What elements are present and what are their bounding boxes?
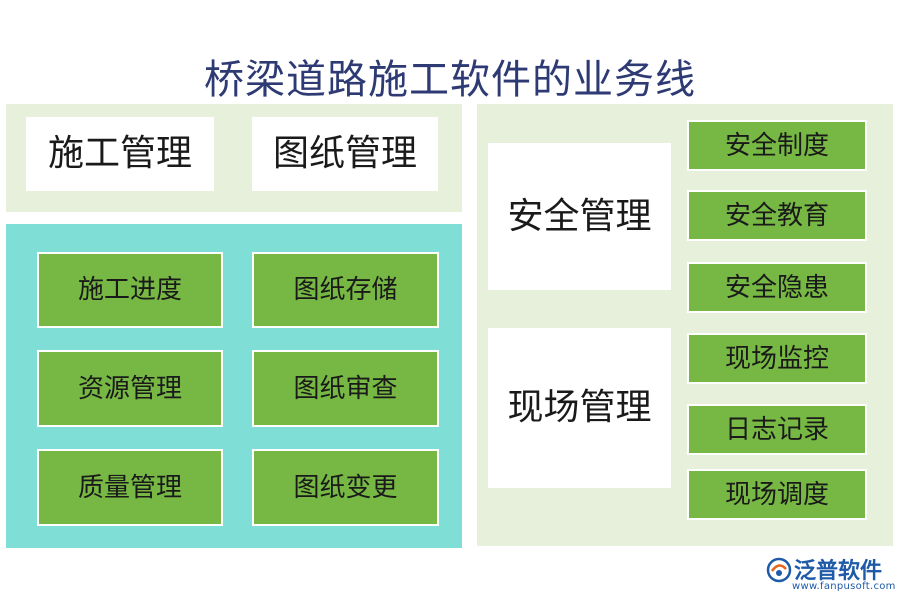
box-drawing-change: 图纸变更: [252, 449, 439, 526]
brand-name: 泛普软件: [794, 559, 883, 584]
box-safety-hazard: 安全隐患: [687, 262, 867, 313]
brand-logo: 泛普软件 www.fanpusoft.com: [766, 553, 896, 597]
box-site-dispatch: 现场调度: [687, 469, 867, 520]
box-site-management: 现场管理: [488, 328, 671, 488]
box-construction-management: 施工管理: [26, 117, 214, 191]
box-site-monitoring: 现场监控: [687, 333, 867, 384]
box-resource-management: 资源管理: [37, 350, 223, 427]
box-construction-progress: 施工进度: [37, 252, 223, 328]
box-quality-management: 质量管理: [37, 449, 223, 526]
box-safety-system: 安全制度: [687, 120, 867, 171]
box-drawing-management: 图纸管理: [252, 117, 438, 191]
diagram-title: 桥梁道路施工软件的业务线: [204, 57, 696, 103]
box-drawing-storage: 图纸存储: [252, 252, 439, 328]
brand-url: www.fanpusoft.com: [792, 581, 896, 592]
box-log-record: 日志记录: [687, 404, 867, 455]
brand-logo-icon: [766, 557, 792, 583]
box-safety-management: 安全管理: [488, 143, 671, 290]
box-drawing-review: 图纸审查: [252, 350, 439, 427]
box-safety-education: 安全教育: [687, 190, 867, 241]
